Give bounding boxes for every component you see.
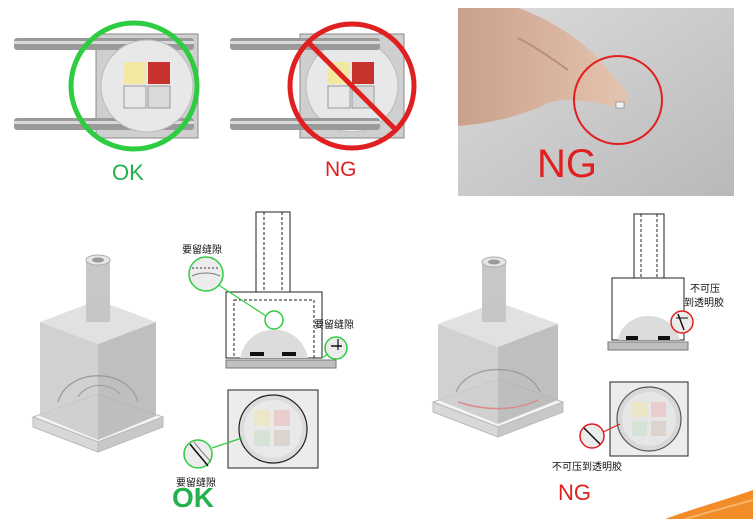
slide-corner-decoration: [665, 488, 753, 520]
ok-cross-section: [178, 208, 378, 380]
gap-note-top: 要留缝隙: [182, 245, 222, 256]
ng-cross-section: [604, 210, 694, 358]
photo-ng-label: NG: [537, 142, 597, 186]
ok-cap-3d: [28, 252, 168, 462]
ng-cap-3d: [428, 252, 568, 442]
ng-top-view: [570, 380, 696, 460]
press-note-line2: 到透明胶: [684, 298, 724, 309]
bottom-ng-label: NG: [558, 480, 591, 505]
press-note-line1: 不可压: [690, 284, 720, 295]
gap-note-right: 要留缝隙: [314, 320, 354, 331]
finger-press-photo: [458, 8, 734, 196]
press-note-full: 不可压到透明胶: [552, 462, 622, 473]
ok-top-view: [182, 388, 322, 488]
top-ng-label: NG: [325, 158, 357, 181]
magnifier-circle-icon: [573, 55, 663, 145]
ng-tweezer-photo: [230, 14, 420, 154]
gap-note-bottom: 要留缝隙: [176, 478, 216, 489]
ok-circle-icon: [68, 20, 200, 152]
top-ok-label: OK: [112, 160, 144, 185]
ok-tweezer-photo: [14, 14, 214, 154]
prohibited-icon: [287, 21, 417, 151]
bottom-ok-label: OK: [172, 482, 214, 513]
